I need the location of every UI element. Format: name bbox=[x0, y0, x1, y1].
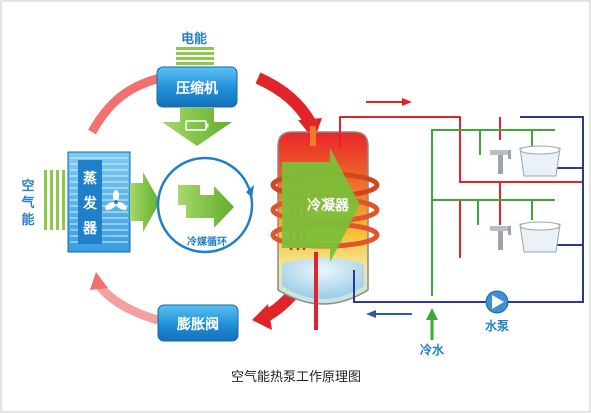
evaporator-label-2: 发 bbox=[82, 195, 98, 212]
evaporator-label-3: 器 bbox=[82, 221, 98, 237]
air-energy-label-1: 空 bbox=[21, 178, 34, 194]
air-energy-label-2: 气 bbox=[21, 195, 34, 211]
pump-icon bbox=[485, 290, 509, 314]
arc-compressor-to-condenser bbox=[255, 72, 316, 126]
arc-head-4 bbox=[90, 272, 108, 290]
expansion-valve-label: 膨胀阀 bbox=[177, 316, 219, 333]
compressor-output-arrow bbox=[162, 108, 232, 146]
water-piping bbox=[339, 116, 584, 303]
bathtub-icon bbox=[519, 221, 561, 253]
diagram-caption: 空气能热泵工作原理图 bbox=[231, 369, 361, 385]
faucet-icon bbox=[490, 150, 511, 174]
return-flow-arrow bbox=[366, 310, 412, 318]
compressor-label: 压缩机 bbox=[176, 80, 218, 97]
air-energy-label-3: 能 bbox=[21, 212, 34, 228]
evaporator: 蒸 发 器 bbox=[67, 151, 131, 253]
cold-water-label: 冷水 bbox=[420, 342, 445, 357]
expansion-valve: 膨胀阀 bbox=[157, 304, 239, 342]
condenser-label: 冷凝器 bbox=[307, 197, 350, 214]
hot-flow-arrow bbox=[366, 98, 412, 106]
condenser-tank: 冷凝器 bbox=[270, 126, 380, 330]
refrigerant-cycle-label: 冷媒循环 bbox=[187, 235, 227, 248]
refrigerant-cycle: 冷媒循环 bbox=[156, 156, 254, 254]
pump-label: 水泵 bbox=[485, 318, 509, 333]
arc-evap-to-compressor bbox=[88, 73, 162, 135]
arc-head-3 bbox=[252, 304, 272, 330]
bathtub-icon bbox=[519, 145, 561, 177]
compressor: 压缩机 bbox=[156, 66, 238, 108]
cold-water-arrow bbox=[426, 308, 438, 340]
faucet-icon bbox=[490, 226, 511, 250]
evaporator-output-arrow bbox=[130, 172, 160, 232]
arc-valve-to-evap bbox=[94, 281, 160, 325]
evaporator-label-1: 蒸 bbox=[83, 170, 97, 187]
air-energy: 空 气 能 bbox=[21, 170, 65, 230]
fan-icon bbox=[105, 190, 127, 210]
battery-icon bbox=[185, 120, 209, 131]
electric-input: 电能 bbox=[176, 31, 214, 65]
electric-label: 电能 bbox=[181, 31, 207, 47]
